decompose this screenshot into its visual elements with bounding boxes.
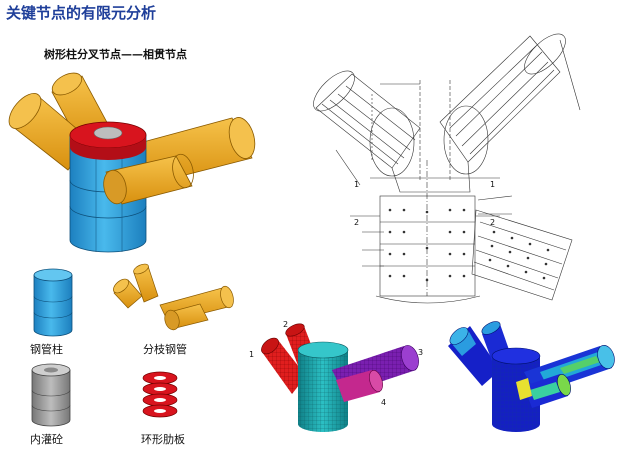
component-infill-concrete-figure (31, 363, 71, 427)
drawing-bolt-holes (388, 208, 550, 282)
fe-label-4: 4 (381, 398, 387, 407)
label-branch-pipes: 分枝钢管 (143, 343, 187, 356)
section-mark-1-right: 1 (490, 180, 496, 189)
component-steel-column-figure (33, 268, 73, 337)
component-ring-stiffener-figure (142, 371, 178, 418)
label-ring-stiffener: 环形肋板 (141, 433, 185, 446)
page-title: 关键节点的有限元分析 (6, 4, 157, 22)
section-subtitle: 树形柱分叉节点——相贯节点 (44, 48, 187, 61)
label-steel-column: 钢管柱 (30, 343, 63, 356)
section-mark-2-right: 2 (490, 218, 496, 227)
label-infill-concrete: 内灌砼 (30, 433, 63, 446)
fe-label-3: 3 (418, 348, 424, 357)
main-node-model (8, 72, 256, 253)
fe-label-1: 1 (249, 350, 255, 359)
section-mark-2-left: 2 (354, 218, 360, 227)
fe-mesh-model (261, 323, 419, 432)
section-mark-1-left: 1 (354, 180, 360, 189)
engineering-drawing (313, 33, 581, 304)
component-branch-pipes-figure (113, 263, 234, 331)
fe-stress-contour (448, 321, 615, 432)
branch-front-right (103, 153, 194, 205)
fe-label-2: 2 (283, 320, 289, 329)
